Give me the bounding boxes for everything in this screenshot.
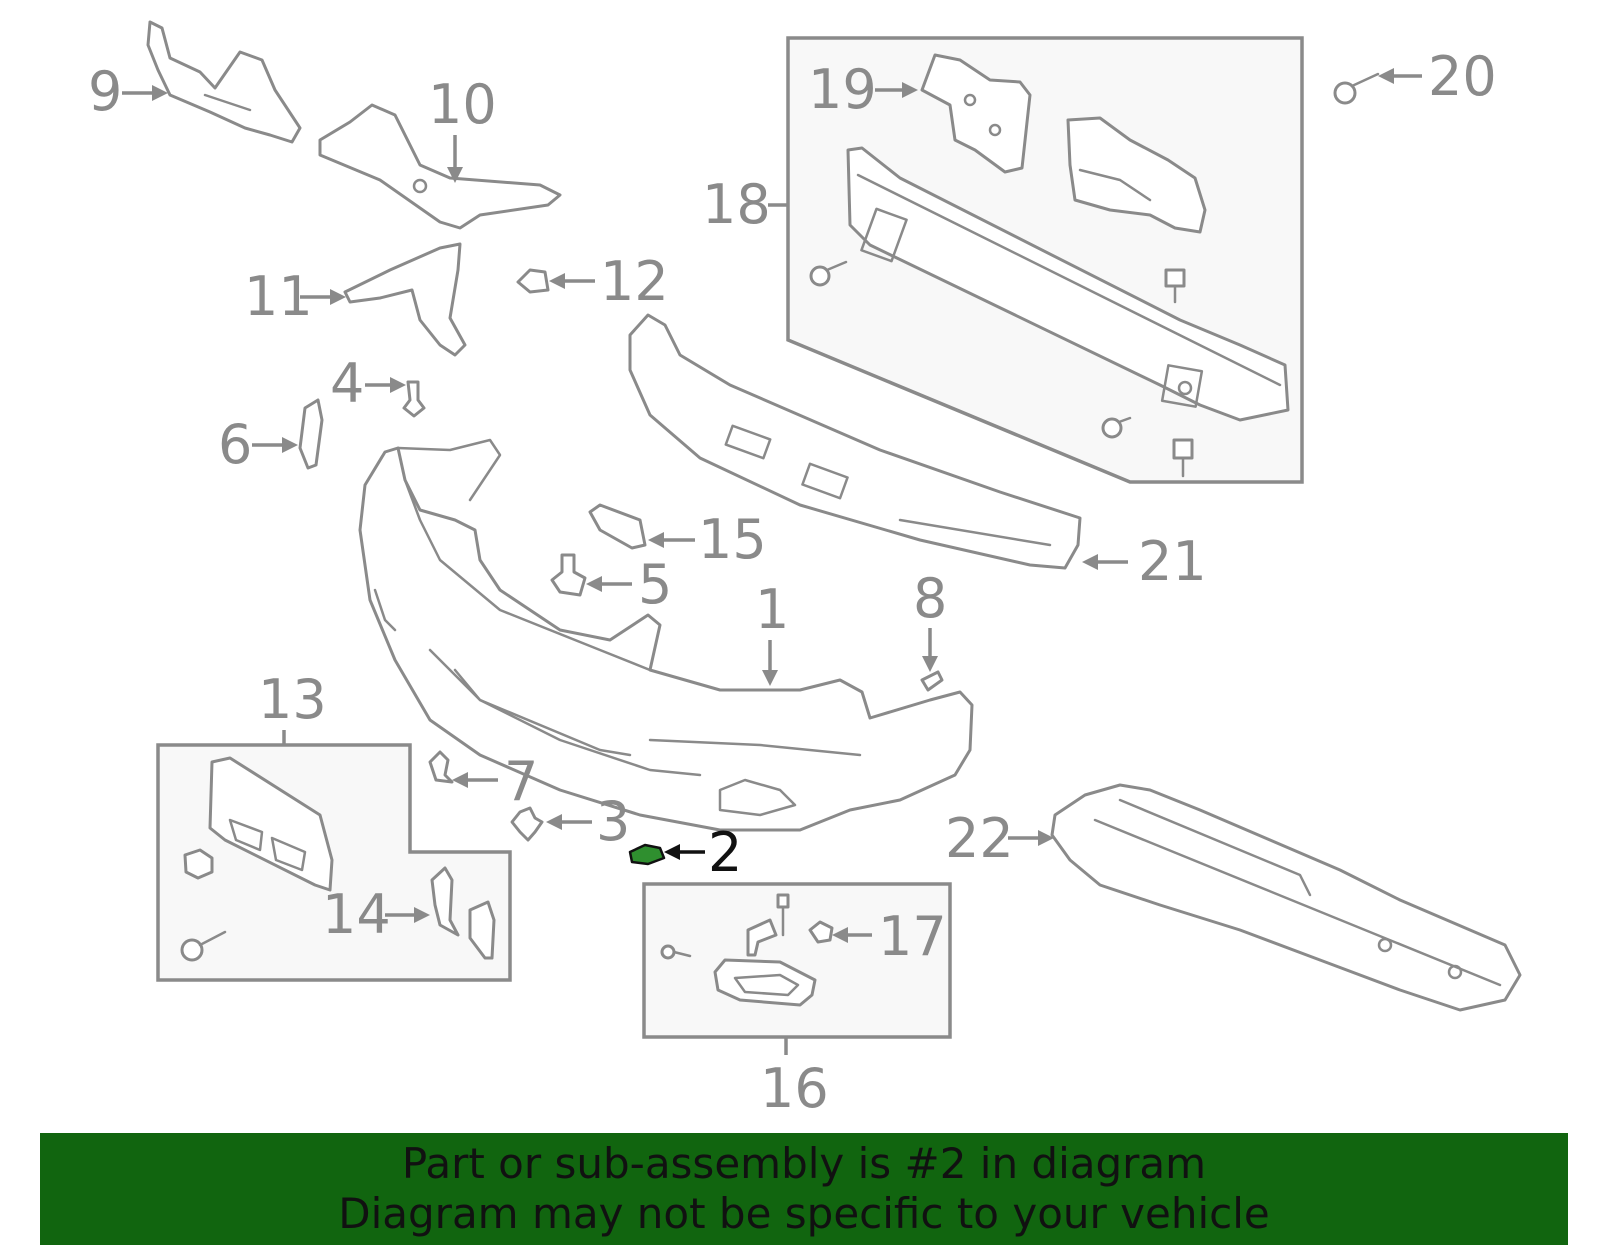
- arrowhead: [922, 656, 938, 672]
- bracket-part[interactable]: [746, 918, 778, 957]
- callout-13[interactable]: 13: [258, 668, 327, 731]
- callout-11[interactable]: 11: [244, 265, 313, 328]
- callout-5[interactable]: 5: [638, 553, 672, 616]
- undercover-part-22[interactable]: [1050, 783, 1522, 1012]
- bolt-part[interactable]: [809, 260, 848, 287]
- stud-part[interactable]: [1164, 268, 1186, 304]
- arrowhead: [762, 670, 778, 686]
- bolt-part[interactable]: [1101, 416, 1132, 439]
- energy-absorber-part-21[interactable]: [628, 313, 1082, 570]
- callout-16[interactable]: 16: [760, 1057, 829, 1120]
- arrowhead: [330, 289, 346, 305]
- bracket-part-15[interactable]: [588, 503, 647, 550]
- stud-part[interactable]: [776, 893, 790, 937]
- assembly-box-16: [642, 882, 952, 1039]
- fastener-part-5[interactable]: [550, 553, 587, 597]
- callout-6[interactable]: 6: [218, 413, 252, 476]
- notice-line-1: Part or sub-assembly is #2 in diagram: [401, 1139, 1207, 1188]
- callout-9[interactable]: 9: [88, 60, 122, 123]
- callout-21[interactable]: 21: [1138, 530, 1207, 593]
- arrowhead: [1038, 830, 1054, 846]
- arrowhead: [152, 85, 168, 101]
- bracket-part-11[interactable]: [343, 242, 467, 357]
- bracket-part-19[interactable]: [920, 53, 1032, 174]
- callout-19[interactable]: 19: [808, 58, 877, 121]
- callout-22[interactable]: 22: [945, 807, 1014, 870]
- bolt-part-20[interactable]: [1333, 72, 1380, 105]
- beam-part-10[interactable]: [318, 103, 562, 230]
- arrowhead: [452, 772, 468, 788]
- arrowhead: [1378, 68, 1394, 84]
- callout-17[interactable]: 17: [878, 905, 947, 968]
- clip-part-17[interactable]: [808, 920, 834, 944]
- notice-line-2: Diagram may not be specific to your vehi…: [338, 1189, 1270, 1238]
- callout-12[interactable]: 12: [600, 250, 669, 313]
- arrowhead: [664, 844, 680, 860]
- bumper-cover-part-1[interactable]: [358, 438, 974, 832]
- bracket-part-9[interactable]: [146, 20, 302, 144]
- arrowhead: [832, 927, 848, 943]
- callout-18[interactable]: 18: [702, 173, 771, 236]
- arrowhead: [549, 273, 565, 289]
- arrowhead: [902, 82, 918, 98]
- callout-10[interactable]: 10: [428, 73, 497, 136]
- arrowhead: [546, 814, 562, 830]
- callout-14[interactable]: 14: [322, 883, 391, 946]
- callout-1[interactable]: 1: [755, 578, 789, 641]
- arrowhead: [586, 576, 602, 592]
- arrowhead: [447, 167, 463, 183]
- bracket-part[interactable]: [1066, 116, 1207, 234]
- callout-20[interactable]: 20: [1428, 45, 1497, 108]
- clip-part-4[interactable]: [402, 380, 426, 418]
- stud-part[interactable]: [1172, 438, 1194, 478]
- fastener-part-3[interactable]: [510, 806, 544, 842]
- clip-part-7[interactable]: [428, 750, 454, 784]
- highlighted-part-2[interactable]: [628, 843, 666, 866]
- callout-4[interactable]: 4: [330, 352, 364, 415]
- screw-part[interactable]: [660, 944, 692, 960]
- arrowhead: [648, 532, 664, 548]
- license-bracket-part[interactable]: [208, 756, 334, 892]
- arrowhead: [1082, 554, 1098, 570]
- bracket-part-14[interactable]: [430, 866, 496, 960]
- bolt-part[interactable]: [180, 930, 227, 962]
- callout-3[interactable]: 3: [596, 790, 630, 853]
- notice-banner: Part or sub-assembly is #2 in diagram Di…: [40, 1133, 1568, 1245]
- clip-part-12[interactable]: [516, 268, 550, 294]
- callout-15[interactable]: 15: [698, 508, 767, 571]
- callout-8[interactable]: 8: [913, 567, 947, 630]
- fog-light-bezel-part[interactable]: [713, 958, 817, 1007]
- parts-diagram: 18 19 20: [88, 20, 1522, 1120]
- arrowhead: [282, 437, 298, 453]
- reinforcement-bar-part[interactable]: [846, 146, 1290, 422]
- callout-2[interactable]: 2: [708, 821, 742, 884]
- clip-part-8[interactable]: [920, 670, 944, 692]
- arrowhead: [390, 377, 406, 393]
- callout-7[interactable]: 7: [504, 750, 538, 813]
- nut-part[interactable]: [183, 848, 214, 880]
- arrowhead: [414, 907, 430, 923]
- bracket-part-6[interactable]: [298, 398, 324, 470]
